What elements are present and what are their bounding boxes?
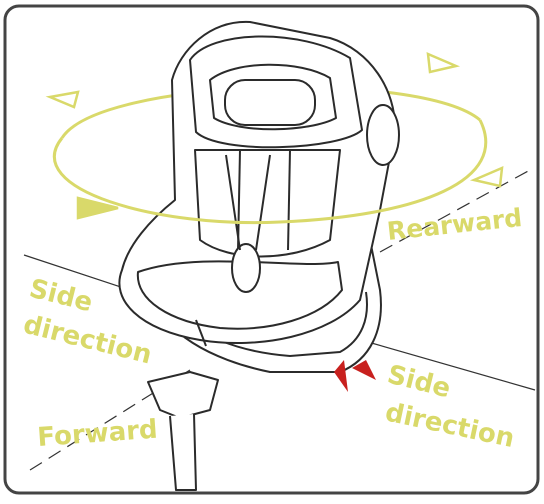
head-pad [225,80,315,125]
side-impact-pad [367,105,399,165]
harness-buckle [232,244,260,292]
